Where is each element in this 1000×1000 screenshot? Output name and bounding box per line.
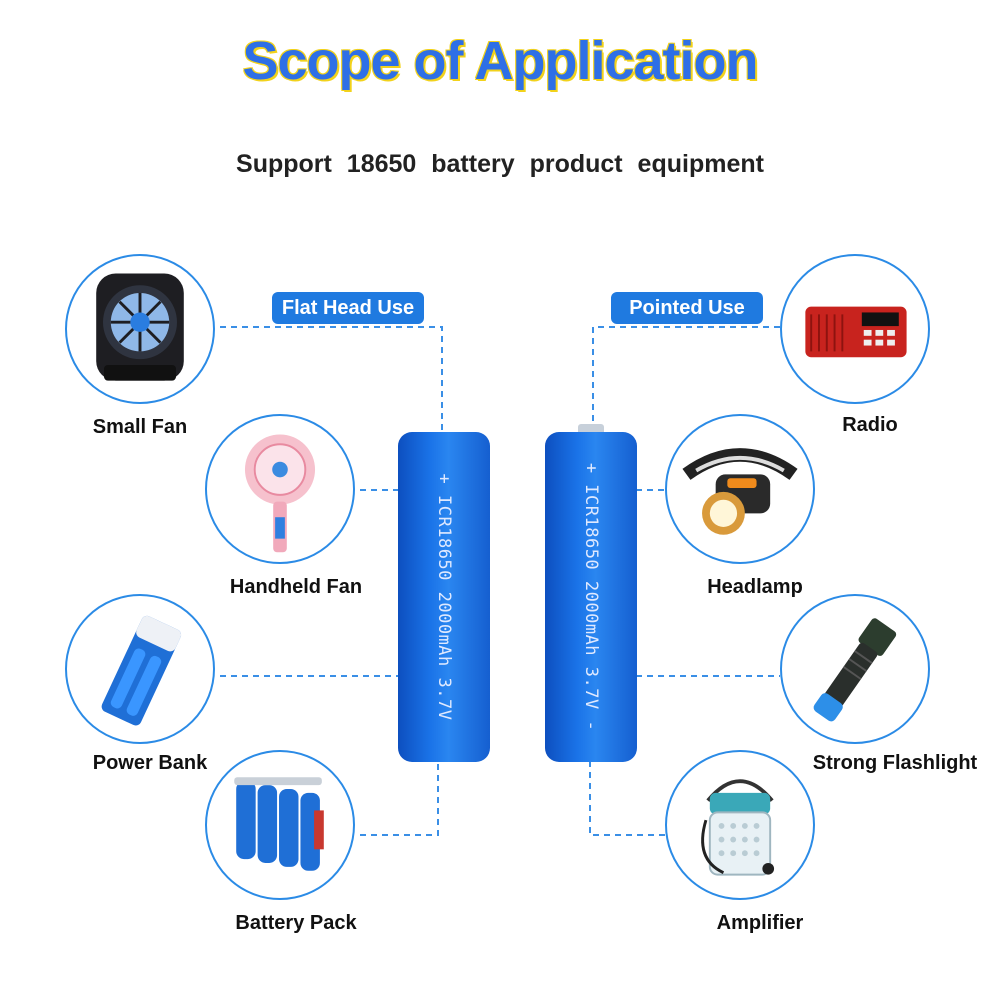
- page-title: Scope of Application: [242, 31, 758, 91]
- radio-icon: [805, 306, 907, 358]
- pointed-battery: + ICR18650 2000mAh 3.7V -: [545, 432, 637, 762]
- battery-pack-icon: [234, 777, 324, 871]
- item-label: Power Bank: [92, 752, 208, 774]
- flashlight-icon: [813, 618, 897, 722]
- battery-positive-cap: [578, 424, 604, 432]
- amplifier-icon: [701, 779, 775, 876]
- pointed-use-tag: Pointed Use: [611, 292, 763, 324]
- flat-head-battery: + ICR18650 2000mAh 3.7V: [398, 432, 490, 762]
- power-bank-image: [65, 594, 215, 744]
- strong-flashlight-image: [780, 594, 930, 744]
- radio-image: [780, 254, 930, 404]
- page-subtitle: Support 18650 battery product equipment: [236, 150, 764, 178]
- handheld-fan-image: [205, 414, 355, 564]
- handheld-fan-icon: [244, 434, 316, 553]
- battery-pack-image: [205, 750, 355, 900]
- battery-label: + ICR18650 2000mAh 3.7V: [434, 473, 454, 721]
- power-bank-icon: [101, 615, 182, 726]
- small-fan-image: [65, 254, 215, 404]
- item-label: Amplifier: [716, 912, 804, 934]
- battery-label: + ICR18650 2000mAh 3.7V -: [581, 462, 601, 732]
- item-label: Battery Pack: [235, 912, 357, 934]
- item-label: Small Fan: [92, 416, 188, 438]
- item-label: Strong Flashlight: [812, 752, 978, 774]
- item-label: Headlamp: [707, 576, 803, 598]
- amplifier-image: [665, 750, 815, 900]
- headlamp-icon: [682, 448, 798, 535]
- item-label: Handheld Fan: [229, 576, 363, 598]
- item-label: Radio: [842, 414, 898, 436]
- small-fan-icon: [96, 273, 184, 381]
- headlamp-image: [665, 414, 815, 564]
- flat-head-use-tag: Flat Head Use: [272, 292, 424, 324]
